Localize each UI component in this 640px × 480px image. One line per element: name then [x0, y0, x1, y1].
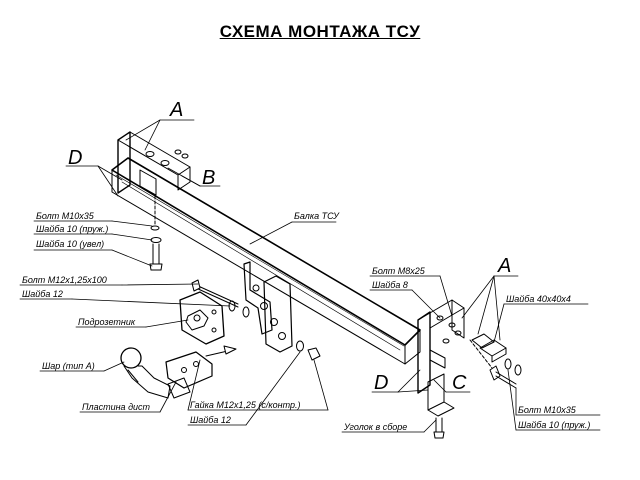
label-nut: Гайка М12х1,25 (с/контр.): [190, 400, 301, 410]
label-beam: Балка ТСУ: [294, 211, 340, 221]
leader-lines: [19, 119, 601, 433]
long-bolt: [191, 279, 239, 308]
right-hardware: [469, 333, 522, 389]
tow-ball: [120, 347, 191, 399]
spacer-plate: [165, 351, 213, 389]
beam: [111, 157, 421, 365]
label-washer-12-left: Шайба 12: [22, 289, 63, 299]
label-washer-40: Шайба 40х40х4: [506, 294, 571, 304]
label-bolt-m8x25: Болт М8х25: [372, 266, 426, 276]
label-plate: Пластина дист: [82, 402, 151, 412]
diagram-title: СХЕМА МОНТАЖА ТСУ: [219, 22, 421, 41]
corner-bracket: [427, 373, 455, 439]
label-washer-spring-right: Шайба 10 (пруж.): [518, 420, 590, 430]
label-bolt-m10x35-right: Болт М10х35: [518, 405, 577, 415]
label-socket-bracket: Подрозетник: [78, 317, 136, 327]
label-washer-wide-left: Шайба 10 (увел): [36, 239, 104, 249]
letter-d-left: D: [68, 147, 82, 169]
label-washer-12-bottom: Шайба 12: [190, 415, 231, 425]
label-ball: Шар (тип А): [42, 361, 95, 371]
left-hardware: [149, 195, 163, 271]
mounting-plates: [243, 261, 293, 353]
label-washer-spring-left: Шайба 10 (пруж.): [36, 224, 108, 234]
letter-a-top: A: [169, 99, 183, 121]
letter-d-right: D: [374, 372, 388, 394]
label-bolt-m12: Болт М12х1,25х100: [22, 275, 107, 285]
letter-a-right: A: [497, 255, 511, 277]
label-bolt-m10x35-left: Болт М10х35: [36, 211, 95, 221]
label-washer-8: Шайба 8: [372, 280, 408, 290]
letter-c: C: [452, 372, 467, 394]
label-corner: Уголок в сборе: [343, 422, 407, 432]
left-bracket: [117, 131, 191, 196]
letter-b: B: [202, 167, 215, 189]
socket-bracket: [179, 291, 225, 345]
